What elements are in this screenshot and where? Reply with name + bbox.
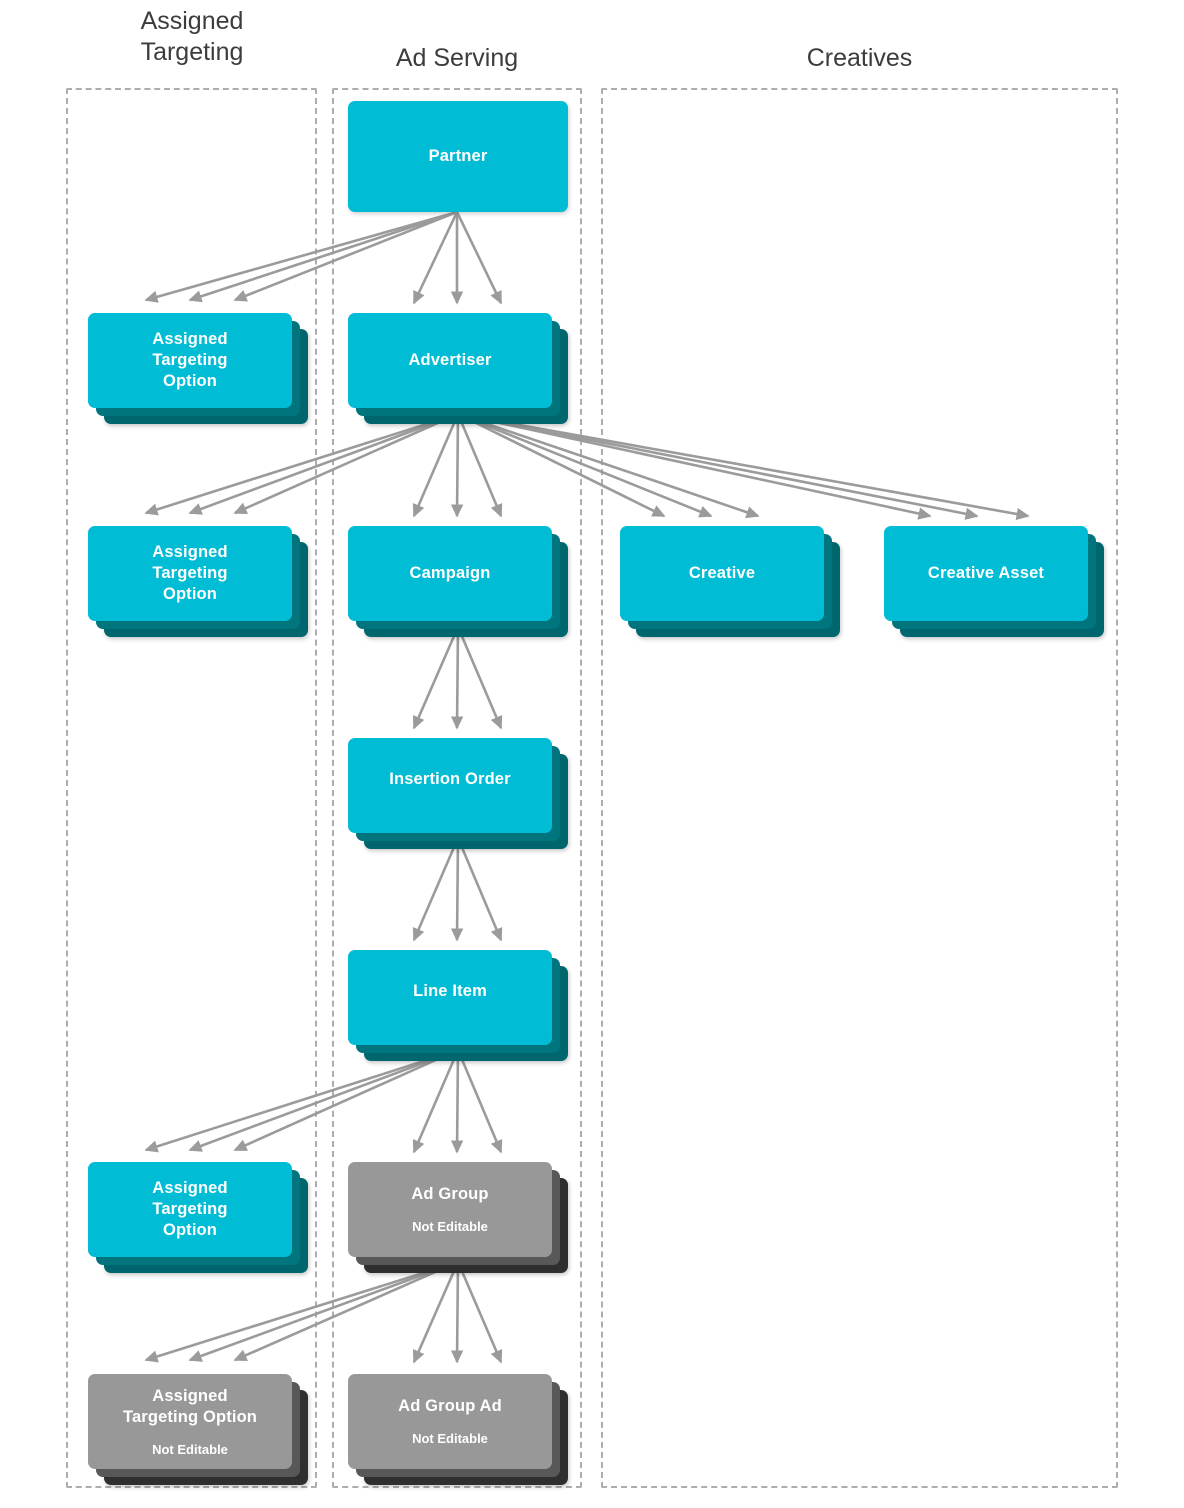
node-ato-ad-group-face: Assigned Targeting Option Not Editable <box>88 1374 292 1469</box>
lane-ad-serving <box>332 88 582 1488</box>
lane-assigned-targeting <box>66 88 317 1488</box>
node-campaign[interactable]: Campaign <box>348 526 568 637</box>
node-line-item-title: Line Item <box>413 982 487 1000</box>
node-partner-title: Partner <box>428 147 488 165</box>
node-partner-face: Partner <box>348 101 568 212</box>
node-creative-title: Creative <box>688 564 756 582</box>
node-creative-asset[interactable]: Creative Asset <box>884 526 1104 637</box>
node-ato-ad-group-title: Assigned Targeting Option <box>122 1386 258 1426</box>
lane-creatives <box>601 88 1118 1488</box>
column-header-ad-serving: Ad Serving <box>395 44 519 72</box>
node-partner[interactable]: Partner <box>348 101 568 212</box>
node-creative[interactable]: Creative <box>620 526 840 637</box>
node-ad-group-title: Ad Group <box>411 1185 489 1203</box>
node-ad-group-ad[interactable]: Ad Group Ad Not Editable <box>348 1374 568 1485</box>
node-creative-face: Creative <box>620 526 824 621</box>
node-ato-line-item[interactable]: Assigned Targeting Option <box>88 1162 308 1273</box>
node-advertiser[interactable]: Advertiser <box>348 313 568 424</box>
node-line-item-face: Line Item <box>348 950 552 1045</box>
column-header-assigned-targeting: Assigned Targeting <box>140 7 244 66</box>
node-campaign-title: Campaign <box>409 564 491 582</box>
node-advertiser-title: Advertiser <box>408 351 492 369</box>
node-line-item[interactable]: Line Item <box>348 950 568 1061</box>
node-ato-partner-title: Assigned Targeting Option <box>152 330 228 390</box>
node-ad-group-ad-not-editable-label: Not Editable <box>412 1431 488 1446</box>
node-ad-group-ad-title: Ad Group Ad <box>398 1397 502 1415</box>
node-ato-advertiser-title: Assigned Targeting Option <box>152 543 228 603</box>
node-ad-group-not-editable-label: Not Editable <box>412 1219 488 1234</box>
node-ato-advertiser[interactable]: Assigned Targeting Option <box>88 526 308 637</box>
node-insertion-order[interactable]: Insertion Order <box>348 738 568 849</box>
node-insertion-order-face: Insertion Order <box>348 738 552 833</box>
node-ato-ad-group-not-editable-label: Not Editable <box>152 1441 228 1457</box>
node-ato-line-item-face: Assigned Targeting Option <box>88 1162 292 1257</box>
node-ad-group-face: Ad Group Not Editable <box>348 1162 552 1257</box>
node-creative-asset-face: Creative Asset <box>884 526 1088 621</box>
node-insertion-order-title: Insertion Order <box>389 770 511 788</box>
node-ad-group-ad-face: Ad Group Ad Not Editable <box>348 1374 552 1469</box>
node-ato-line-item-title: Assigned Targeting Option <box>152 1179 228 1239</box>
column-header-creatives: Creatives <box>806 44 913 72</box>
node-ato-partner[interactable]: Assigned Targeting Option <box>88 313 308 424</box>
node-ato-advertiser-face: Assigned Targeting Option <box>88 526 292 621</box>
node-advertiser-face: Advertiser <box>348 313 552 408</box>
node-creative-asset-title: Creative Asset <box>927 564 1045 582</box>
node-ad-group[interactable]: Ad Group Not Editable <box>348 1162 568 1273</box>
node-campaign-face: Campaign <box>348 526 552 621</box>
node-ato-ad-group[interactable]: Assigned Targeting Option Not Editable <box>88 1374 308 1485</box>
node-ato-partner-face: Assigned Targeting Option <box>88 313 292 408</box>
